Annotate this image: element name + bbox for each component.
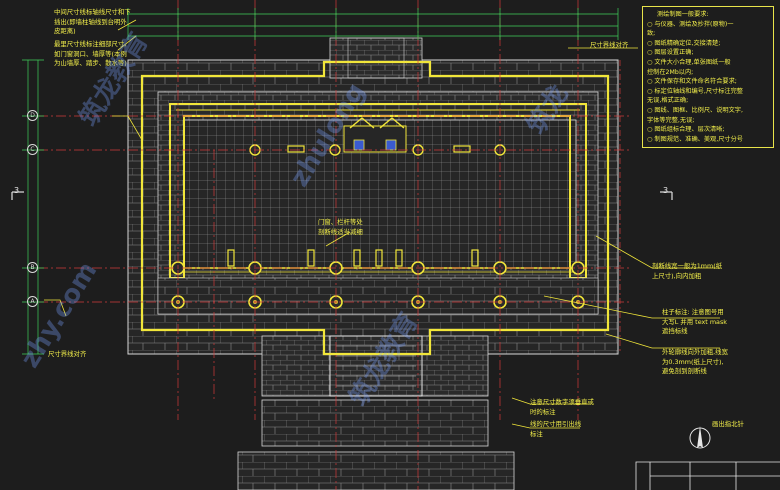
axis-label-c: C xyxy=(27,144,38,155)
requirement-item: 致; xyxy=(647,30,656,38)
requirement-item: 无误,格式正确; xyxy=(647,97,689,105)
section-mark-left: 3 xyxy=(14,186,20,195)
note-dimension-text: 注意尺寸数字须垂直或 时的标注 xyxy=(530,398,594,416)
note-column-label: 柱子标注: 注意图号用 大写L 并用 text mask 遮挡标线 xyxy=(662,308,728,335)
requirement-item: ○ 文件大小合理,单张图纸一般 xyxy=(647,58,731,66)
section-mark-right: 3 xyxy=(663,186,669,195)
requirement-item: ○ 制图规范、准确、美观,尺寸分号 xyxy=(647,135,743,143)
requirement-item: ○ 图纸精确定位,交接清楚; xyxy=(647,39,721,47)
note-north-arrow: 画出指北针 xyxy=(712,420,744,428)
note-dim-align-left: 尺寸界线对齐 xyxy=(48,350,87,358)
requirement-item: ○ 图纸组标合理、层次清晰; xyxy=(647,126,725,134)
note-cut-line: 剖断线宽一般为1mm(纸 上尺寸),向内加粗 xyxy=(652,262,723,280)
requirement-item: 控制在2Mb以内; xyxy=(647,68,694,76)
note-outline: 外轮廓线向外加粗,线宽 为0.3mm(纸上尺寸), 避免剖到剖断线 xyxy=(662,348,728,375)
requirements-box: 测绘制图一般要求: ○ 与仪器、测绘及抄拌(原物)一 致;○ 图纸精确定位,交接… xyxy=(642,6,774,148)
note-door-window: 门窗、栏杆等处 剖断线适当减细 xyxy=(318,218,363,236)
requirement-item: ○ 文件保存和文件命名符合要求; xyxy=(647,78,737,86)
requirement-item: ○ 与仪器、测绘及抄拌(原物)一 xyxy=(647,20,734,28)
note-outer-dimension: 最里尺寸线标注细部尺寸, 如门窗洞口、墙厚等(本例 为山墙厚、踏步、散水等) xyxy=(54,40,127,67)
requirement-item: ○ 图线、图框、比例尺、说明文字, xyxy=(647,106,743,114)
requirement-item: ○ 图层设置正确; xyxy=(647,49,694,57)
note-leader: 线的尺寸用引出线 标注 xyxy=(530,420,582,438)
requirement-item: ○ 标定位轴线和编号,尺寸标注完整 xyxy=(647,87,743,95)
requirements-list: ○ 与仪器、测绘及抄拌(原物)一 致;○ 图纸精确定位,交接清楚; ○ 图层设置正… xyxy=(647,20,769,145)
note-center-dimension: 中间尺寸线标轴线尺寸和下 插出(即墙柱轴线到台明外 皮距离) xyxy=(54,8,131,35)
axis-label-d: D xyxy=(27,110,38,121)
axis-label-b: B xyxy=(27,262,38,273)
requirements-title: 测绘制图一般要求: xyxy=(657,11,709,18)
axis-label-a: A xyxy=(27,296,38,307)
requirement-item: 字体等完整,无误; xyxy=(647,116,695,124)
note-dim-align-top: 尺寸界线对齐 xyxy=(590,41,629,49)
